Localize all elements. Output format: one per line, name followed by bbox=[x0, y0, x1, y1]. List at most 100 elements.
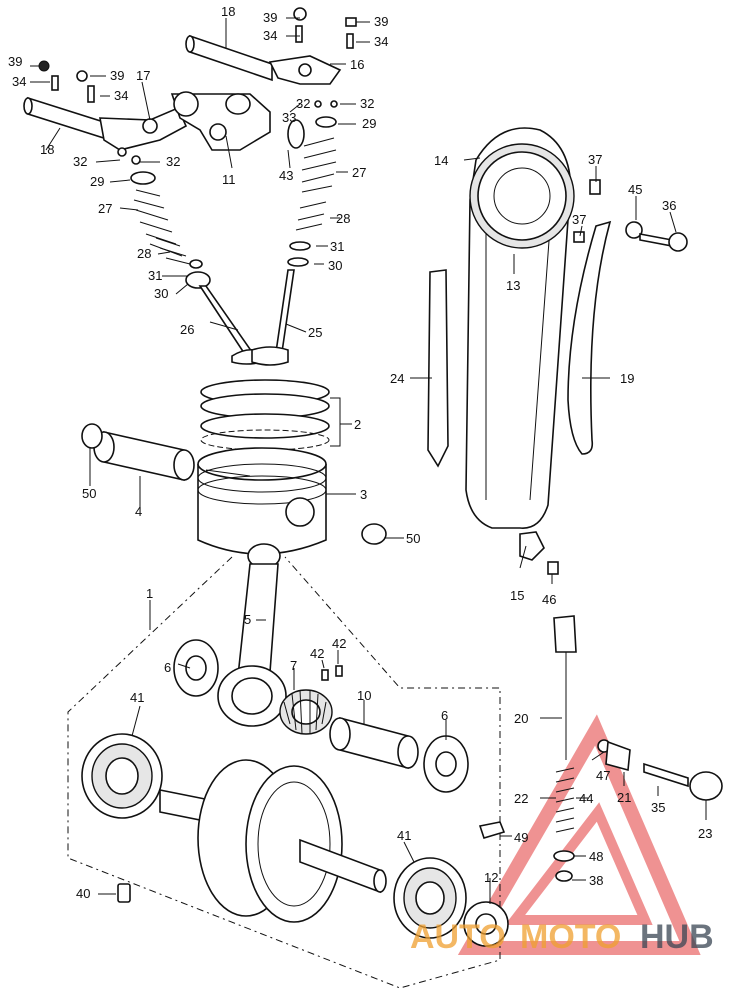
watermark-auto: AUTO bbox=[410, 918, 506, 956]
callout-12: 12 bbox=[484, 870, 498, 885]
callout-14: 14 bbox=[434, 153, 448, 168]
callout-27: 27 bbox=[98, 201, 112, 216]
adjuster-nuts bbox=[38, 7, 357, 165]
watermark-moto: MOTO bbox=[520, 918, 621, 956]
callout-7: 7 bbox=[290, 658, 297, 673]
callout-40: 40 bbox=[76, 886, 90, 901]
callout-11: 11 bbox=[222, 172, 236, 187]
callout-44: 44 bbox=[579, 791, 593, 806]
callout-48: 48 bbox=[589, 849, 603, 864]
thrust-washers bbox=[173, 639, 469, 793]
valve-spring-right bbox=[287, 137, 337, 267]
tensioner-rod bbox=[478, 615, 577, 882]
piston-pin-clips bbox=[81, 423, 387, 545]
callout-21: 21 bbox=[617, 790, 631, 805]
watermark-triangle-inner bbox=[504, 802, 653, 925]
guide-plate bbox=[519, 531, 559, 575]
callout-labels: 18 39 34 39 34 16 39 34 39 17 34 18 32 3… bbox=[8, 4, 712, 901]
callout-34: 34 bbox=[374, 34, 388, 49]
callout-41: 41 bbox=[397, 828, 411, 843]
callout-39: 39 bbox=[263, 10, 277, 25]
callout-34: 34 bbox=[12, 74, 26, 89]
needle-bearing bbox=[279, 689, 333, 735]
callout-36: 36 bbox=[662, 198, 676, 213]
callout-32: 32 bbox=[360, 96, 374, 111]
callout-28: 28 bbox=[137, 246, 151, 261]
crankshaft bbox=[159, 759, 387, 923]
callout-20: 20 bbox=[514, 711, 528, 726]
callout-18: 18 bbox=[221, 4, 235, 19]
callout-3: 3 bbox=[360, 487, 367, 502]
callout-47: 47 bbox=[596, 768, 610, 783]
callout-31: 31 bbox=[330, 239, 344, 254]
callout-30: 30 bbox=[154, 286, 168, 301]
callout-29: 29 bbox=[90, 174, 104, 189]
timing-sprocket-small bbox=[463, 901, 509, 947]
callout-49: 49 bbox=[514, 830, 528, 845]
callout-30: 30 bbox=[328, 258, 342, 273]
main-bearing-left bbox=[81, 733, 163, 819]
callout-6: 6 bbox=[441, 708, 448, 723]
rocker-arm-left bbox=[99, 106, 188, 151]
callout-34: 34 bbox=[114, 88, 128, 103]
callout-10: 10 bbox=[357, 688, 371, 703]
callout-46: 46 bbox=[542, 592, 556, 607]
leader-lines bbox=[30, 17, 707, 904]
callout-19: 19 bbox=[620, 371, 634, 386]
callout-42: 42 bbox=[310, 646, 324, 661]
callout-28: 28 bbox=[336, 211, 350, 226]
callout-4: 4 bbox=[135, 504, 142, 519]
callout-38: 38 bbox=[589, 873, 603, 888]
rocker-arm-right bbox=[268, 55, 342, 85]
callout-5: 5 bbox=[244, 612, 251, 627]
callout-39: 39 bbox=[374, 14, 388, 29]
callout-33: 33 bbox=[282, 110, 296, 125]
valve-spring-left bbox=[130, 171, 191, 265]
dowel-pin bbox=[117, 883, 131, 903]
callout-1: 1 bbox=[146, 586, 153, 601]
callout-24: 24 bbox=[390, 371, 404, 386]
exhaust-valve bbox=[251, 269, 295, 366]
connecting-rod bbox=[217, 543, 287, 727]
callout-31: 31 bbox=[148, 268, 162, 283]
cam-chain-tensioner bbox=[567, 220, 612, 455]
cam-sprocket bbox=[469, 143, 575, 249]
callout-29: 29 bbox=[362, 116, 376, 131]
piston-rings bbox=[200, 379, 330, 451]
piston bbox=[197, 447, 327, 555]
valve-collar-left bbox=[185, 259, 211, 289]
callout-15: 15 bbox=[510, 588, 524, 603]
watermark-text: AUTO MOTO HUB bbox=[410, 918, 714, 956]
callout-18: 18 bbox=[40, 142, 54, 157]
callout-32: 32 bbox=[73, 154, 87, 169]
rocker-shaft-left bbox=[23, 96, 111, 142]
watermark-triangle-outer bbox=[457, 714, 701, 955]
watermark bbox=[457, 714, 701, 955]
callout-2: 2 bbox=[354, 417, 361, 432]
callout-32: 32 bbox=[166, 154, 180, 169]
callout-16: 16 bbox=[350, 57, 364, 72]
callout-37: 37 bbox=[588, 152, 602, 167]
callout-42: 42 bbox=[332, 636, 346, 651]
callout-39: 39 bbox=[110, 68, 124, 83]
callout-27: 27 bbox=[352, 165, 366, 180]
callout-50: 50 bbox=[82, 486, 96, 501]
callout-23: 23 bbox=[698, 826, 712, 841]
crank-pin bbox=[329, 716, 419, 770]
tensioner-bolt-set bbox=[573, 179, 688, 252]
callout-35: 35 bbox=[651, 800, 665, 815]
callout-26: 26 bbox=[180, 322, 194, 337]
callout-22: 22 bbox=[514, 791, 528, 806]
cam-chain-guide bbox=[427, 269, 449, 468]
watermark-hub: HUB bbox=[640, 918, 714, 956]
callout-37: 37 bbox=[572, 212, 586, 227]
callout-50: 50 bbox=[406, 531, 420, 546]
crank-assembly-outline bbox=[67, 556, 501, 989]
tensioner-housing-parts bbox=[597, 739, 723, 801]
callout-6: 6 bbox=[164, 660, 171, 675]
main-bearing-right bbox=[393, 857, 467, 939]
rocker-holder bbox=[170, 91, 271, 151]
callout-45: 45 bbox=[628, 182, 642, 197]
callout-32: 32 bbox=[296, 96, 310, 111]
